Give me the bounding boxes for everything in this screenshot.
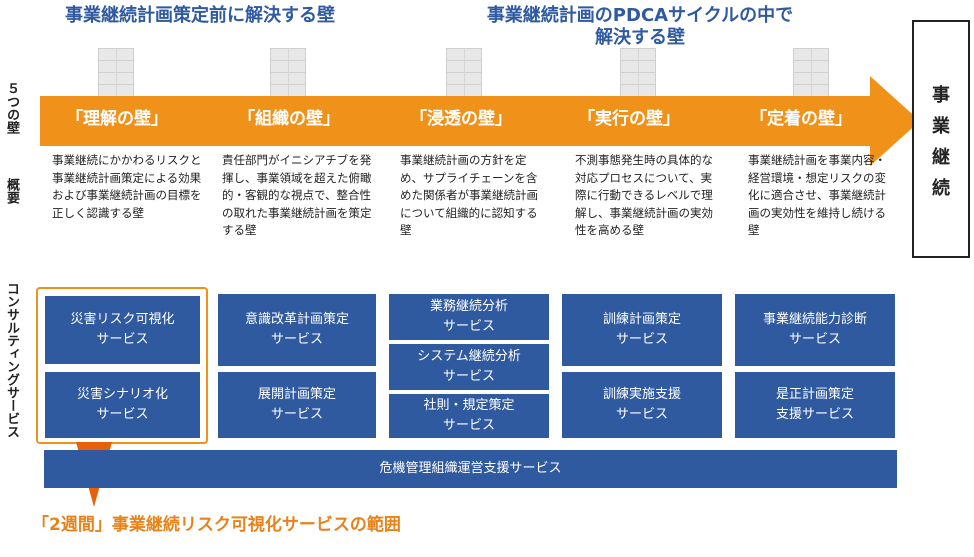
wall-desc-3: 事業継続計画の方針を定め、サプライチェーンを含めた関係者が事業継続計画について組… — [400, 153, 538, 237]
service-awareness-reform-planning: 意識改革計画策定サービス — [218, 294, 376, 366]
service-deployment-planning: 展開計画策定サービス — [218, 372, 376, 438]
service-disaster-risk-visualization: 災害リスク可視化サービス — [45, 296, 200, 364]
row-label-summary: 概要 — [4, 178, 19, 204]
result-char-3: 継 — [932, 147, 950, 168]
service-system-continuity-analysis: システム継続分析サービス — [389, 344, 549, 390]
service-rules-regulations: 社則・規定策定サービス — [389, 394, 549, 438]
wall-desc-2: 責任部門がイニシアチブを発揮し、事業領域を超えた俯瞰的・客観的な視点で、整合性の… — [222, 153, 372, 237]
service-business-continuity-analysis: 業務継続分析サービス — [389, 294, 549, 340]
service-label: サービス — [270, 332, 323, 347]
service-label: 意識改革計画策定 — [244, 312, 349, 327]
wall-title-4: 「実行の壁」 — [578, 109, 680, 129]
wall-title-1: 「理解の壁」 — [66, 109, 168, 129]
wall-title-2: 「組織の壁」 — [238, 109, 340, 129]
header-pre-planning: 事業継続計画策定前に解決する壁 — [65, 5, 335, 26]
service-training-planning: 訓練計画策定サービス — [562, 294, 722, 366]
header-pdca-line1: 事業継続計画のPDCAサイクルの中で — [486, 5, 794, 26]
wall-title-5: 「定着の壁」 — [750, 109, 852, 129]
service-label: サービス — [615, 332, 668, 347]
progress-arrow — [40, 76, 920, 166]
service-label: サービス — [442, 418, 495, 433]
service-label: 是正計画策定 — [775, 387, 854, 402]
service-label: 業務継続分析 — [429, 299, 508, 314]
service-crisis-management-support: 危機管理組織運営支援サービス — [44, 450, 897, 488]
wall-desc-4: 不測事態発生時の具体的な対応プロセスについて、実際に行動できるレベルで理解し、事… — [575, 153, 713, 237]
service-label: サービス — [442, 319, 495, 334]
service-label: 展開計画策定 — [257, 387, 336, 402]
service-label: 支援サービス — [775, 407, 854, 422]
header-pdca: 事業継続計画のPDCAサイクルの中で 解決する壁 — [430, 5, 850, 49]
service-label: 事業継続能力診断 — [762, 312, 867, 327]
row-label-consulting: コンサルティングサービス — [4, 282, 19, 438]
service-label: サービス — [442, 369, 495, 384]
service-label: サービス — [96, 407, 149, 422]
service-label: サービス — [788, 332, 841, 347]
progress-arrow-shape — [40, 76, 920, 166]
service-disaster-scenario: 災害シナリオ化サービス — [45, 372, 200, 438]
service-label: 災害シナリオ化 — [76, 387, 168, 402]
service-label: 訓練計画策定 — [602, 312, 681, 327]
result-char-1: 事 — [932, 85, 950, 106]
business-continuity-box: 事 業 継 続 — [912, 20, 970, 258]
wall-desc-5: 事業継続計画を事業内容・経営環境・想定リスクの変化に適合させ、事業継続計画の実効… — [748, 153, 886, 237]
service-bc-capability-diagnosis: 事業継続能力診断サービス — [735, 294, 895, 366]
business-continuity-label: 事 業 継 続 — [914, 80, 968, 204]
result-char-2: 業 — [932, 116, 950, 137]
service-training-support: 訓練実施支援サービス — [562, 372, 722, 438]
wall-title-3: 「浸透の壁」 — [410, 109, 512, 129]
service-label: サービス — [96, 332, 149, 347]
row-label-walls: ５つの壁 — [4, 82, 19, 134]
service-label: 社則・規定策定 — [423, 398, 515, 413]
wall-desc-1: 事業継続にかかわるリスクと事業継続計画策定による効果および事業継続計画の目標を正… — [52, 153, 202, 220]
header-pdca-line2: 解決する壁 — [595, 27, 685, 48]
two-week-scope-highlight — [36, 287, 208, 444]
service-label: 災害リスク可視化 — [70, 312, 175, 327]
service-label: サービス — [615, 407, 668, 422]
service-corrective-plan-support: 是正計画策定支援サービス — [735, 372, 895, 438]
two-week-scope-note: 「2週間」事業継続リスク可視化サービスの範囲 — [32, 515, 401, 535]
result-char-4: 続 — [932, 178, 950, 199]
service-label: システム継続分析 — [417, 349, 521, 364]
service-label: 訓練実施支援 — [602, 387, 681, 402]
service-label: サービス — [270, 407, 323, 422]
